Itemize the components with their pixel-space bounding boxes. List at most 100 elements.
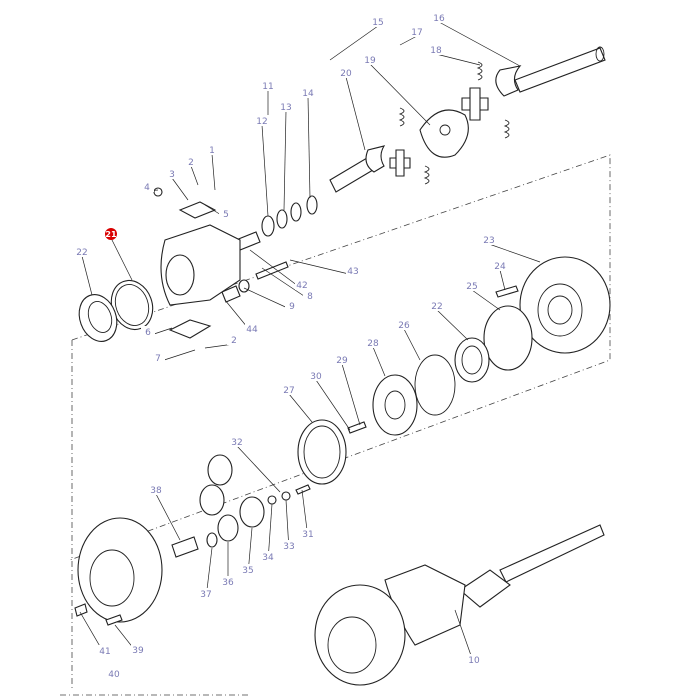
yoke-19 bbox=[419, 109, 469, 158]
callout-34[interactable]: 34 bbox=[262, 553, 274, 563]
callout-32[interactable]: 32 bbox=[231, 438, 242, 448]
leader-line bbox=[438, 21, 521, 67]
label-background bbox=[261, 80, 275, 91]
leader-lines bbox=[79, 21, 541, 665]
callout-42[interactable]: 42 bbox=[296, 281, 307, 291]
callout-18[interactable]: 18 bbox=[430, 46, 442, 56]
callout-7[interactable]: 7 bbox=[155, 354, 161, 364]
planet-gears bbox=[199, 454, 311, 548]
callout-13[interactable]: 13 bbox=[280, 103, 291, 113]
callout-27[interactable]: 27 bbox=[283, 386, 294, 396]
callout-19[interactable]: 19 bbox=[364, 56, 376, 66]
callout-17[interactable]: 17 bbox=[411, 28, 422, 38]
steering-knuckle bbox=[153, 187, 241, 339]
o-ring-21 bbox=[110, 279, 154, 331]
label-background bbox=[245, 323, 259, 334]
leader-line bbox=[435, 53, 481, 66]
axle-assembly-10 bbox=[314, 524, 605, 686]
label-background bbox=[432, 12, 446, 23]
leader-line bbox=[243, 287, 293, 311]
label-background bbox=[397, 319, 411, 330]
callout-11[interactable]: 11 bbox=[262, 82, 273, 92]
leader-line bbox=[399, 35, 418, 46]
callout-43[interactable]: 43 bbox=[347, 267, 358, 277]
callout-33[interactable]: 33 bbox=[283, 542, 294, 552]
leader-line bbox=[261, 267, 311, 301]
drive-shaft-upper bbox=[495, 46, 606, 97]
callout-25[interactable]: 25 bbox=[466, 282, 477, 292]
label-background bbox=[221, 576, 235, 587]
callout-28[interactable]: 28 bbox=[367, 339, 379, 349]
bearing-22-left bbox=[78, 294, 118, 342]
callout-41[interactable]: 41 bbox=[99, 647, 110, 657]
leader-line bbox=[81, 255, 93, 296]
callout-31[interactable]: 31 bbox=[302, 530, 313, 540]
callout-40[interactable]: 40 bbox=[108, 670, 120, 680]
callout-35[interactable]: 35 bbox=[242, 566, 253, 576]
leader-line bbox=[190, 165, 199, 186]
callout-26[interactable]: 26 bbox=[398, 321, 410, 331]
label-background bbox=[149, 484, 163, 495]
springs bbox=[398, 61, 510, 185]
label-background bbox=[339, 67, 353, 78]
label-background bbox=[482, 234, 496, 245]
callout-22[interactable]: 22 bbox=[431, 302, 442, 312]
callout-15[interactable]: 15 bbox=[372, 18, 383, 28]
callout-9[interactable]: 9 bbox=[289, 302, 295, 312]
leader-line bbox=[488, 243, 541, 263]
label-background bbox=[131, 644, 145, 655]
label-background bbox=[107, 668, 121, 679]
label-background bbox=[303, 290, 317, 301]
leader-line bbox=[283, 110, 287, 211]
callout-37[interactable]: 37 bbox=[200, 590, 211, 600]
wheel-hub-lower bbox=[74, 517, 199, 626]
callout-2[interactable]: 2 bbox=[188, 158, 194, 168]
callout-10[interactable]: 10 bbox=[468, 656, 480, 666]
callout-6[interactable]: 6 bbox=[145, 328, 151, 338]
callout-44[interactable]: 44 bbox=[246, 325, 258, 335]
callout-2[interactable]: 2 bbox=[231, 336, 237, 346]
callout-12[interactable]: 12 bbox=[256, 117, 267, 127]
bearing-22-right bbox=[454, 337, 490, 383]
callout-36[interactable]: 36 bbox=[222, 578, 234, 588]
callout-8[interactable]: 8 bbox=[307, 292, 313, 302]
callout-14[interactable]: 14 bbox=[302, 89, 314, 99]
callout-5[interactable]: 5 bbox=[223, 210, 229, 220]
callout-24[interactable]: 24 bbox=[494, 262, 506, 272]
callout-21[interactable]: 21 bbox=[105, 230, 117, 239]
leader-line bbox=[403, 328, 421, 361]
callout-23[interactable]: 23 bbox=[483, 236, 494, 246]
hub-23 bbox=[519, 256, 611, 354]
leader-line bbox=[110, 237, 133, 281]
highlight-marker bbox=[105, 228, 117, 240]
label-background bbox=[165, 168, 179, 179]
label-background bbox=[282, 384, 296, 395]
leader-line bbox=[499, 269, 506, 291]
label-background bbox=[309, 370, 323, 381]
callout-20[interactable]: 20 bbox=[340, 69, 352, 79]
callout-22[interactable]: 22 bbox=[76, 248, 87, 258]
label-background bbox=[346, 265, 360, 276]
callout-3[interactable]: 3 bbox=[169, 170, 175, 180]
leader-line bbox=[155, 493, 181, 541]
label-background bbox=[295, 279, 309, 290]
callout-29[interactable]: 29 bbox=[336, 356, 348, 366]
leader-line bbox=[261, 124, 269, 217]
leader-line bbox=[289, 259, 354, 276]
label-background bbox=[219, 208, 233, 219]
callout-16[interactable]: 16 bbox=[433, 14, 445, 24]
callout-38[interactable]: 38 bbox=[150, 486, 162, 496]
label-background bbox=[140, 181, 154, 192]
label-background bbox=[301, 528, 315, 539]
callout-4[interactable]: 4 bbox=[144, 183, 150, 193]
label-background bbox=[410, 26, 424, 37]
callout-39[interactable]: 39 bbox=[132, 646, 144, 656]
label-background bbox=[279, 101, 293, 112]
leader-line bbox=[471, 289, 501, 311]
callout-30[interactable]: 30 bbox=[310, 372, 322, 382]
universal-joint-cross bbox=[461, 87, 489, 121]
callout-1[interactable]: 1 bbox=[209, 146, 215, 156]
